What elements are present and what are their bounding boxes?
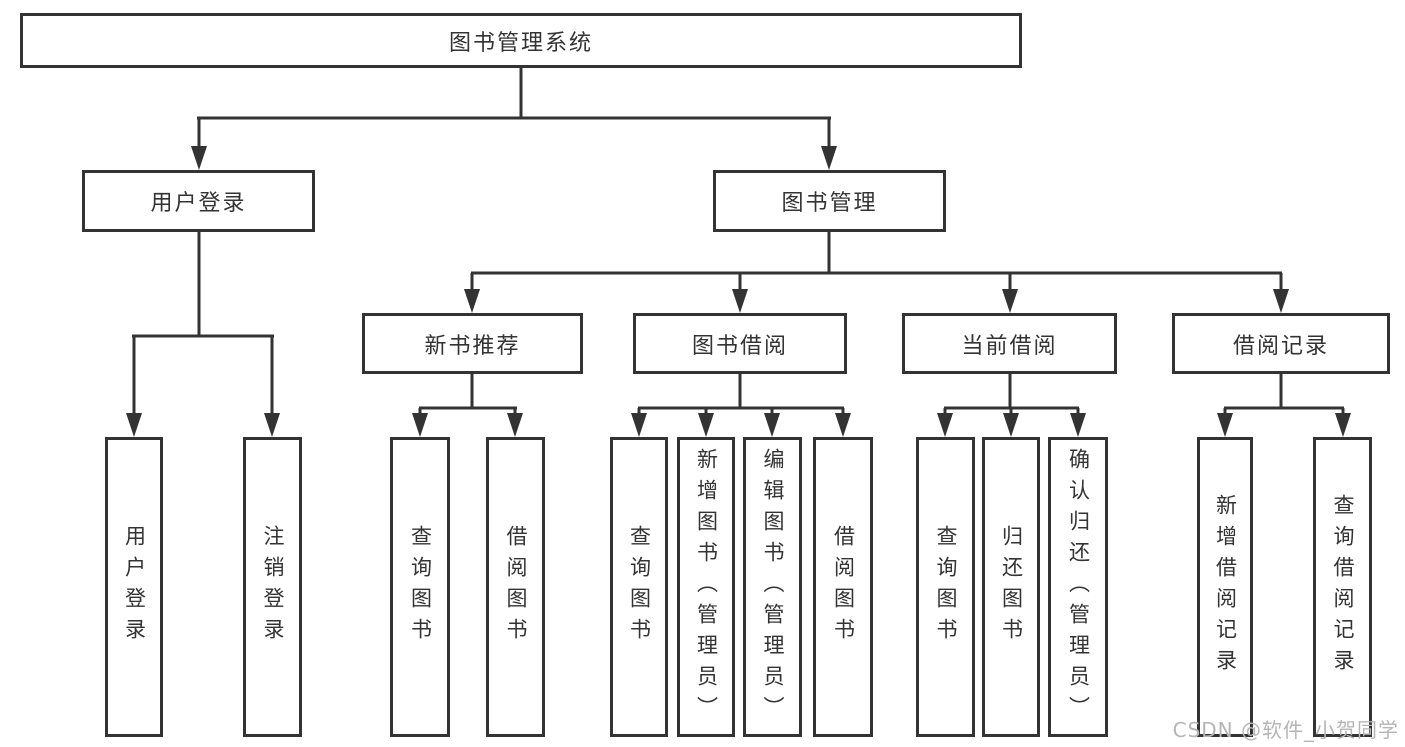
node-label: 注销登录 xyxy=(261,525,285,649)
node-book-borrowing: 图书借阅 xyxy=(633,313,847,374)
node-label: 查询图书 xyxy=(408,525,433,649)
node-new-book-recommend: 新书推荐 xyxy=(362,313,583,374)
leaf-query-borrow-record: 查询借阅记录 xyxy=(1313,437,1372,737)
node-label: 借阅图书 xyxy=(504,525,528,649)
leaf-query-books-borrowing: 查询图书 xyxy=(610,437,668,737)
node-label: 图书管理 xyxy=(781,191,878,216)
node-label: 图书借阅 xyxy=(691,333,788,359)
csdn-watermark: CSDN @软件_小贺同学 xyxy=(1172,718,1399,742)
node-label: 图书管理系统 xyxy=(448,30,593,56)
leaf-add-book-admin: 新增图书（管理员） xyxy=(677,437,735,737)
leaf-edit-book-admin: 编辑图书（管理员） xyxy=(743,437,802,737)
node-label: 查询图书 xyxy=(934,525,958,649)
node-label: 确认归还（管理员） xyxy=(1066,447,1091,727)
node-borrowing-records: 借阅记录 xyxy=(1172,313,1390,374)
node-label: 新书推荐 xyxy=(424,333,521,359)
leaf-add-borrow-record: 新增借阅记录 xyxy=(1197,437,1253,737)
node-label: 编辑图书（管理员） xyxy=(761,447,785,727)
node-label: 新增图书（管理员） xyxy=(694,447,719,727)
leaf-return-books: 归还图书 xyxy=(982,437,1040,737)
node-label: 用户登录 xyxy=(150,191,247,216)
node-label: 用户登录 xyxy=(122,525,147,649)
node-current-borrowing: 当前借阅 xyxy=(902,313,1117,374)
leaf-borrow-books-recommend: 借阅图书 xyxy=(486,437,545,737)
node-book-management: 图书管理 xyxy=(713,170,946,232)
node-label: 查询图书 xyxy=(627,525,652,649)
node-label: 新增借阅记录 xyxy=(1213,494,1238,680)
leaf-confirm-return-admin: 确认归还（管理员） xyxy=(1048,437,1108,737)
node-user-login: 用户登录 xyxy=(82,170,315,232)
node-library-management-system: 图书管理系统 xyxy=(20,13,1022,68)
node-label: 归还图书 xyxy=(999,525,1024,649)
leaf-borrow-books-borrowing: 借阅图书 xyxy=(813,437,873,737)
node-label: 借阅图书 xyxy=(831,525,856,649)
node-label: 当前借阅 xyxy=(961,333,1058,359)
leaf-user-login: 用户登录 xyxy=(105,437,163,737)
node-label: 借阅记录 xyxy=(1232,333,1329,359)
node-label: 查询借阅记录 xyxy=(1331,494,1355,680)
leaf-query-books-recommend: 查询图书 xyxy=(390,437,450,737)
leaf-query-books-current: 查询图书 xyxy=(916,437,975,737)
leaf-logout-login: 注销登录 xyxy=(243,437,302,737)
